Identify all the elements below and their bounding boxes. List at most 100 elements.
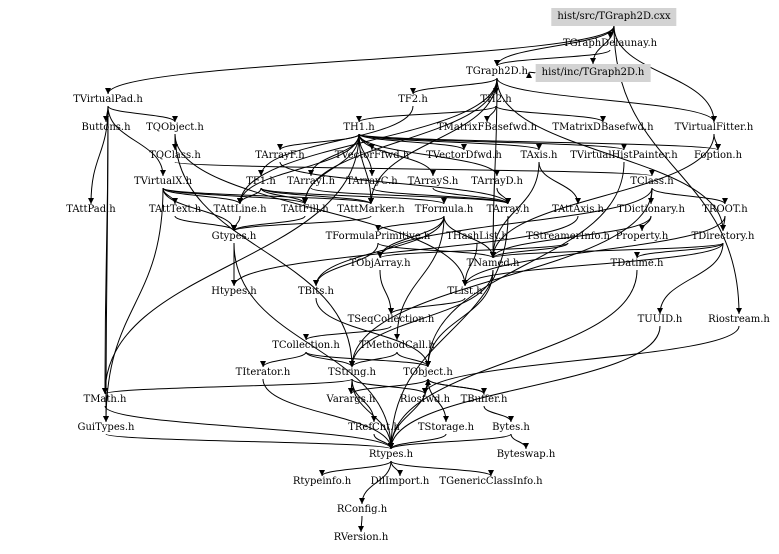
graph-node-tvirtualpad[interactable]: TVirtualPad.h (73, 94, 143, 105)
edge-tf1-to-tformula (260, 187, 447, 205)
edge-tvirtualpad-to-tmath (102, 105, 109, 395)
graph-node-riostream[interactable]: Riostream.h (708, 314, 770, 325)
graph-node-rtypes[interactable]: Rtypes.h (368, 449, 414, 460)
edge-tmethodcall-to-tstring (349, 351, 398, 368)
graph-node-tformula[interactable]: TFormula.h (414, 204, 474, 215)
graph-node-varargs[interactable]: Varargs.h (326, 394, 376, 405)
graph-node-tgraph2d[interactable]: TGraph2D.h (466, 66, 528, 77)
graph-node-tstring[interactable]: TString.h (328, 367, 376, 378)
graph-node-tqobject[interactable]: TQObject.h (146, 122, 204, 133)
graph-node-tstreamerinfo[interactable]: TStreamerInfo.h (526, 231, 610, 242)
graph-node-tmath[interactable]: TMath.h (83, 394, 127, 405)
graph-node-tbuffer[interactable]: TBuffer.h (460, 394, 508, 405)
graph-node-th2[interactable]: TH2.h (480, 94, 512, 105)
graph-node-tdirectory[interactable]: TDirectory.h (691, 231, 755, 242)
graph-node-tcollection[interactable]: TCollection.h (272, 340, 340, 351)
graph-node-tnamed[interactable]: TNamed.h (466, 258, 520, 269)
edge-rconfig-to-rversion (358, 515, 365, 533)
graph-node-tdictionary[interactable]: TDictionary.h (617, 204, 685, 215)
graph-node-tformulaprimitive[interactable]: TFormulaPrimitive.h (325, 231, 431, 242)
edge-tdirectory-to-tnamed (490, 242, 724, 259)
graph-node-tobjarray[interactable]: TObjArray.h (349, 258, 411, 269)
edge-tbuffer-to-bytes (483, 405, 514, 423)
graph-node-tqclass[interactable]: TQClass.h (149, 150, 201, 161)
graph-node-rtypeinfo[interactable]: Rtypeinfo.h (292, 476, 352, 487)
graph-node-tclass[interactable]: TClass.h (630, 176, 674, 187)
graph-node-thashlist[interactable]: THashList.h (446, 231, 508, 242)
edge-tlist-to-tseqcollection (388, 297, 466, 315)
edge-tvirtualfitter-to-foption (713, 133, 721, 151)
graph-node-rconfig[interactable]: RConfig.h (336, 504, 388, 515)
edge-tf1-to-tattmarker (260, 187, 374, 205)
edge-tmethodcall-to-tobject (396, 351, 431, 368)
graph-node-inc[interactable]: hist/inc/TGraph2D.h (535, 64, 651, 82)
edge-src-to-tvirtualfitter (613, 25, 717, 123)
graph-node-tmethodcall[interactable]: TMethodCall.h (359, 340, 435, 351)
edge-taxis-to-tattaxis (538, 161, 581, 205)
edge-tnamed-to-tstring (349, 269, 494, 368)
graph-node-tstorage[interactable]: TStorage.h (417, 422, 475, 433)
graph-node-tattline[interactable]: TAttLine.h (213, 204, 267, 215)
graph-node-tf2[interactable]: TF2.h (398, 94, 428, 105)
graph-node-tuuid[interactable]: TUUID.h (637, 314, 683, 325)
graph-node-tobject[interactable]: TObject.h (403, 367, 453, 378)
graph-node-tatttext[interactable]: TAttText.h (148, 204, 202, 215)
graph-node-tbits[interactable]: TBits.h (298, 286, 334, 297)
graph-node-dllimport[interactable]: DllImport.h (370, 476, 430, 487)
graph-node-tf1[interactable]: TF1.h (246, 176, 276, 187)
graph-node-buttons[interactable]: Buttons.h (81, 122, 131, 133)
graph-node-tarrayf[interactable]: TArrayF.h (255, 150, 305, 161)
graph-node-titerator[interactable]: TIterator.h (235, 367, 291, 378)
edge-inc-to-tgraph2d (526, 71, 536, 79)
graph-node-tgenericclassinfo[interactable]: TGenericClassInfo.h (439, 476, 543, 487)
graph-node-tarrayc[interactable]: TArrayC.h (346, 176, 398, 187)
graph-node-th1[interactable]: TH1.h (343, 122, 375, 133)
edge-tformulaprimitive-to-tnamed (377, 242, 496, 259)
edge-guitypes-to-rtypes (105, 433, 394, 450)
edge-tattaxis-to-htypes (231, 215, 579, 287)
edge-riostream-to-riosfwd (422, 325, 740, 395)
graph-node-tattmarker[interactable]: TAttMarker.h (337, 204, 405, 215)
graph-node-property[interactable]: Property.h (615, 231, 669, 242)
graph-node-tgraphdelaunay[interactable]: TGraphDelaunay.h (562, 38, 658, 49)
graph-node-byteswap[interactable]: Byteswap.h (496, 449, 556, 460)
graph-node-trefcnt[interactable]: TRefCnt.h (348, 422, 400, 433)
edge-tf1-to-tattline (237, 187, 262, 205)
edge-tobjarray-to-tseqcollection (379, 269, 394, 315)
graph-node-tdatime[interactable]: TDatime.h (610, 258, 664, 269)
graph-node-tattaxis[interactable]: TAttAxis.h (551, 204, 605, 215)
graph-node-tlist[interactable]: TList.h (447, 286, 483, 297)
graph-node-foption[interactable]: Foption.h (693, 150, 743, 161)
graph-node-tvirtualhistpainter[interactable]: TVirtualHistPainter.h (570, 150, 678, 161)
graph-node-troot[interactable]: TROOT.h (702, 204, 748, 215)
graph-node-tvectordfwd[interactable]: TVectorDfwd.h (426, 150, 502, 161)
graph-node-tmatrixdbasefwd[interactable]: TMatrixDBasefwd.h (552, 122, 654, 133)
graph-node-rversion[interactable]: RVersion.h (333, 532, 389, 543)
graph-node-src[interactable]: hist/src/TGraph2D.cxx (551, 8, 677, 26)
edge-tvirtualhistpainter-to-tobject (425, 161, 625, 368)
graph-node-tattfill[interactable]: TAttFill.h (281, 204, 329, 215)
graph-node-riosfwd[interactable]: Riosfwd.h (399, 394, 451, 405)
graph-node-tarray[interactable]: TArray.h (486, 204, 530, 215)
graph-node-tseqcollection[interactable]: TSeqCollection.h (347, 314, 435, 325)
edge-tdirectory-to-tlist (462, 242, 724, 287)
edge-tvirtualx-to-gtypes (162, 187, 237, 232)
graph-node-tvectorffwd[interactable]: TVectorFfwd.h (334, 150, 410, 161)
graph-node-guitypes[interactable]: GuiTypes.h (77, 422, 135, 433)
edge-tarrayd-to-tarray (496, 187, 511, 205)
graph-node-tarrayd[interactable]: TArrayD.h (471, 176, 523, 187)
graph-node-tmatrixfbasefwd[interactable]: TMatrixFBasefwd.h (436, 122, 538, 133)
edge-tbuffer-to-tobject (425, 378, 485, 395)
graph-node-taxis[interactable]: TAxis.h (520, 150, 558, 161)
edge-titerator-to-rtypes (262, 378, 394, 450)
graph-node-bytes[interactable]: Bytes.h (492, 422, 530, 433)
graph-node-tarrays[interactable]: TArrayS.h (407, 176, 459, 187)
graph-node-htypes[interactable]: Htypes.h (211, 286, 257, 297)
graph-node-tarrayi[interactable]: TArrayI.h (286, 176, 336, 187)
graph-node-tattpad[interactable]: TAttPad.h (66, 204, 116, 215)
graph-node-tvirtualfitter[interactable]: TVirtualFitter.h (674, 122, 754, 133)
edge-taxis-to-tnamed (490, 161, 540, 259)
graph-node-tvirtualx[interactable]: TVirtualX.h (133, 176, 193, 187)
graph-node-gtypes[interactable]: Gtypes.h (211, 231, 257, 242)
edge-tclass-to-troot (651, 187, 728, 205)
